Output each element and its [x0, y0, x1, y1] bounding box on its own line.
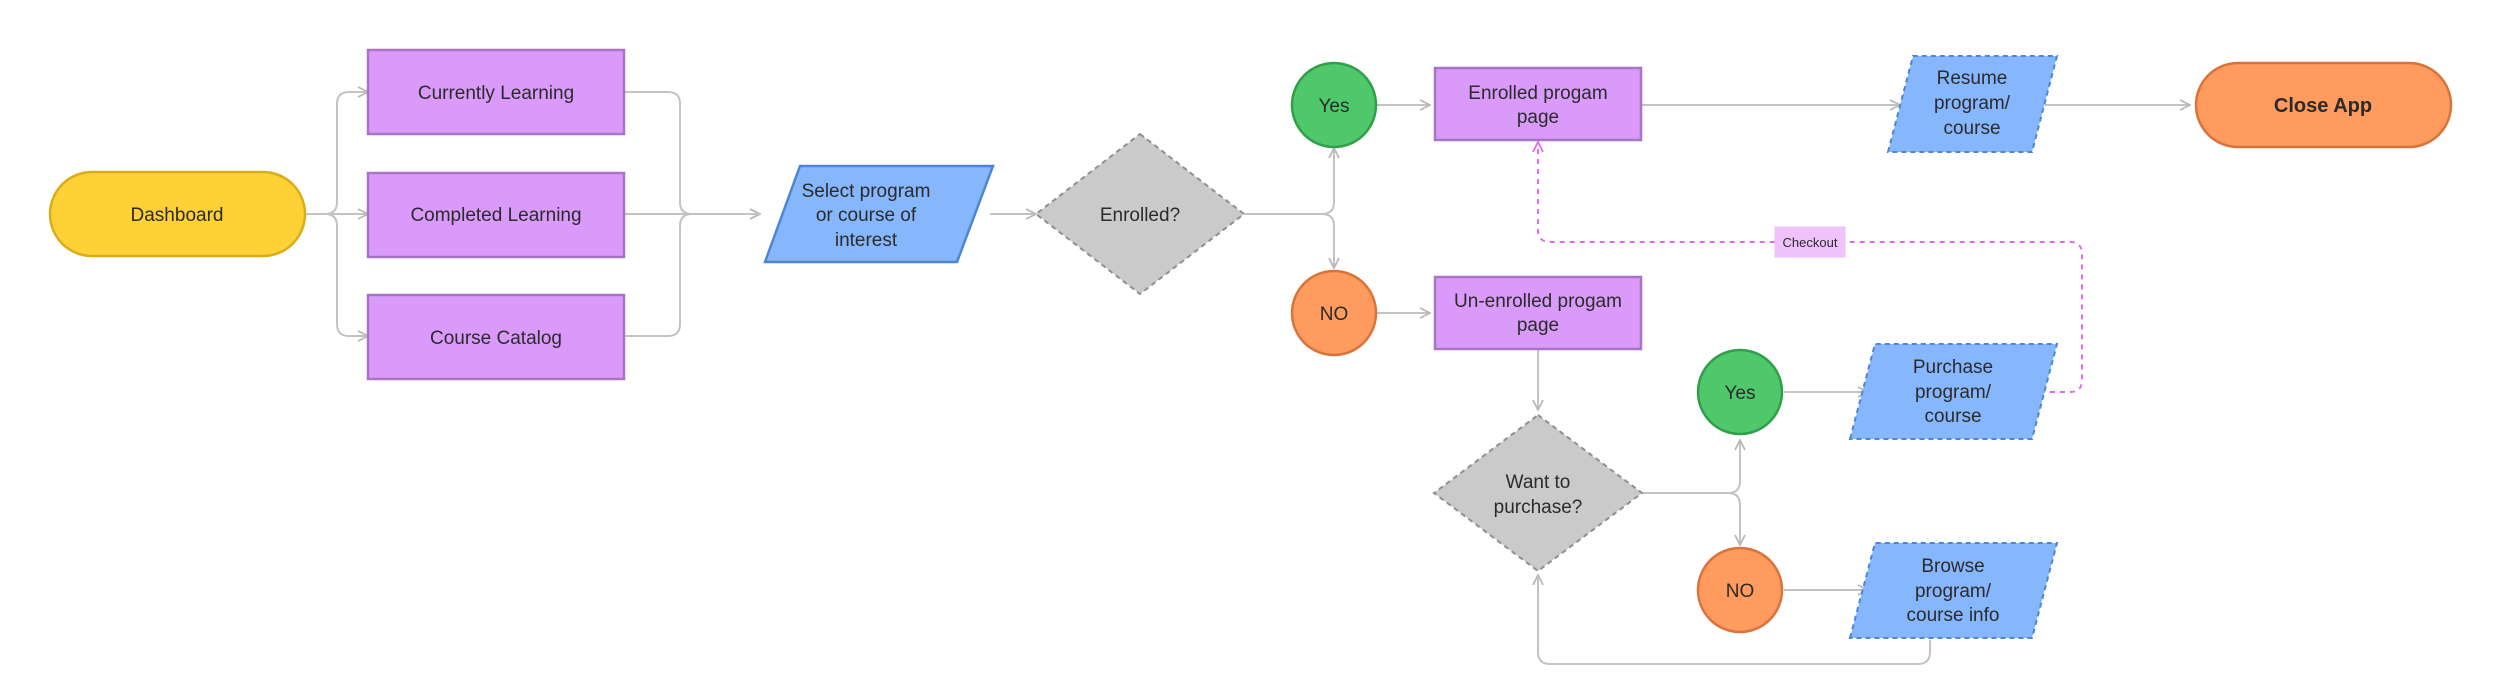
yes-circle-bottom[interactable]: Yes — [1696, 348, 1784, 436]
browse-line-1: Browse — [1921, 556, 1984, 577]
enrolled-program-page-process[interactable]: Enrolled progam page — [1433, 66, 1643, 142]
browse-program-io[interactable]: Browse program/ course info — [1848, 542, 2059, 639]
purchase-line-2: program/ — [1915, 382, 1992, 403]
completed-learning-process[interactable]: Completed Learning — [366, 171, 626, 259]
no-bottom-label: NO — [1726, 581, 1755, 602]
purchase-program-io[interactable]: Purchase program/ course — [1848, 343, 2059, 440]
yes-bottom-label: Yes — [1725, 383, 1756, 404]
connectors — [305, 91, 2190, 665]
dashboard-terminal[interactable]: Dashboard — [48, 170, 307, 258]
close-app-terminal[interactable]: Close App — [2194, 61, 2453, 149]
yes-circle-top[interactable]: Yes — [1290, 61, 1378, 149]
enrolled-page-line-1: Enrolled progam — [1468, 83, 1607, 104]
currently-learning-process[interactable]: Currently Learning — [366, 48, 626, 136]
unenrolled-page-line-1: Un-enrolled progam — [1454, 291, 1622, 312]
browse-line-3: course info — [1907, 605, 2000, 626]
unenrolled-program-page-process[interactable]: Un-enrolled progam page — [1433, 275, 1643, 351]
edge-dashboard-course-catalog — [305, 213, 368, 336]
checkout-label: Checkout — [1783, 235, 1838, 250]
edge-dashboard-currently-learning — [305, 92, 368, 215]
enrolled-decision[interactable]: Enrolled? — [1034, 132, 1246, 296]
edge-browse-loop-want — [1538, 575, 1931, 665]
select-program-io[interactable]: Select program or course of interest — [763, 164, 995, 264]
currently-learning-label: Currently Learning — [418, 83, 574, 104]
select-program-line-2: or course of — [816, 205, 917, 226]
resume-program-io[interactable]: Resume program/ course — [1886, 55, 2059, 153]
course-catalog-label: Course Catalog — [430, 328, 562, 349]
want-purchase-line-2: purchase? — [1494, 497, 1583, 518]
edge-enrolled-yes — [1244, 148, 1334, 215]
close-app-label: Close App — [2274, 95, 2372, 117]
edge-want-yes — [1642, 440, 1740, 494]
no-circle-bottom[interactable]: NO — [1696, 546, 1784, 634]
resume-line-2: program/ — [1934, 93, 2011, 114]
select-program-line-1: Select program — [802, 181, 931, 202]
edge-enrolled-no — [1244, 213, 1334, 268]
want-purchase-line-1: Want to — [1506, 472, 1571, 493]
resume-line-1: Resume — [1937, 68, 2008, 89]
completed-learning-label: Completed Learning — [410, 205, 581, 226]
purchase-line-3: course — [1924, 406, 1981, 427]
purchase-line-1: Purchase — [1913, 357, 1993, 378]
want-to-purchase-decision[interactable]: Want to purchase? — [1432, 413, 1644, 573]
browse-line-2: program/ — [1915, 581, 1992, 602]
enrolled-page-line-2: page — [1517, 107, 1559, 128]
resume-line-3: course — [1943, 118, 2000, 139]
edge-course-catalog-select — [625, 213, 760, 337]
select-program-line-3: interest — [835, 230, 898, 251]
enrolled-decision-label: Enrolled? — [1100, 205, 1180, 226]
checkout-link-label[interactable]: Checkout — [1774, 226, 1846, 258]
no-circle-top[interactable]: NO — [1290, 269, 1378, 357]
edge-currently-learning-select — [625, 91, 760, 214]
unenrolled-page-line-2: page — [1517, 315, 1559, 336]
edge-want-no — [1642, 492, 1740, 545]
course-catalog-process[interactable]: Course Catalog — [366, 293, 626, 381]
no-top-label: NO — [1320, 304, 1349, 325]
dashboard-label: Dashboard — [131, 205, 224, 226]
yes-top-label: Yes — [1319, 96, 1350, 117]
